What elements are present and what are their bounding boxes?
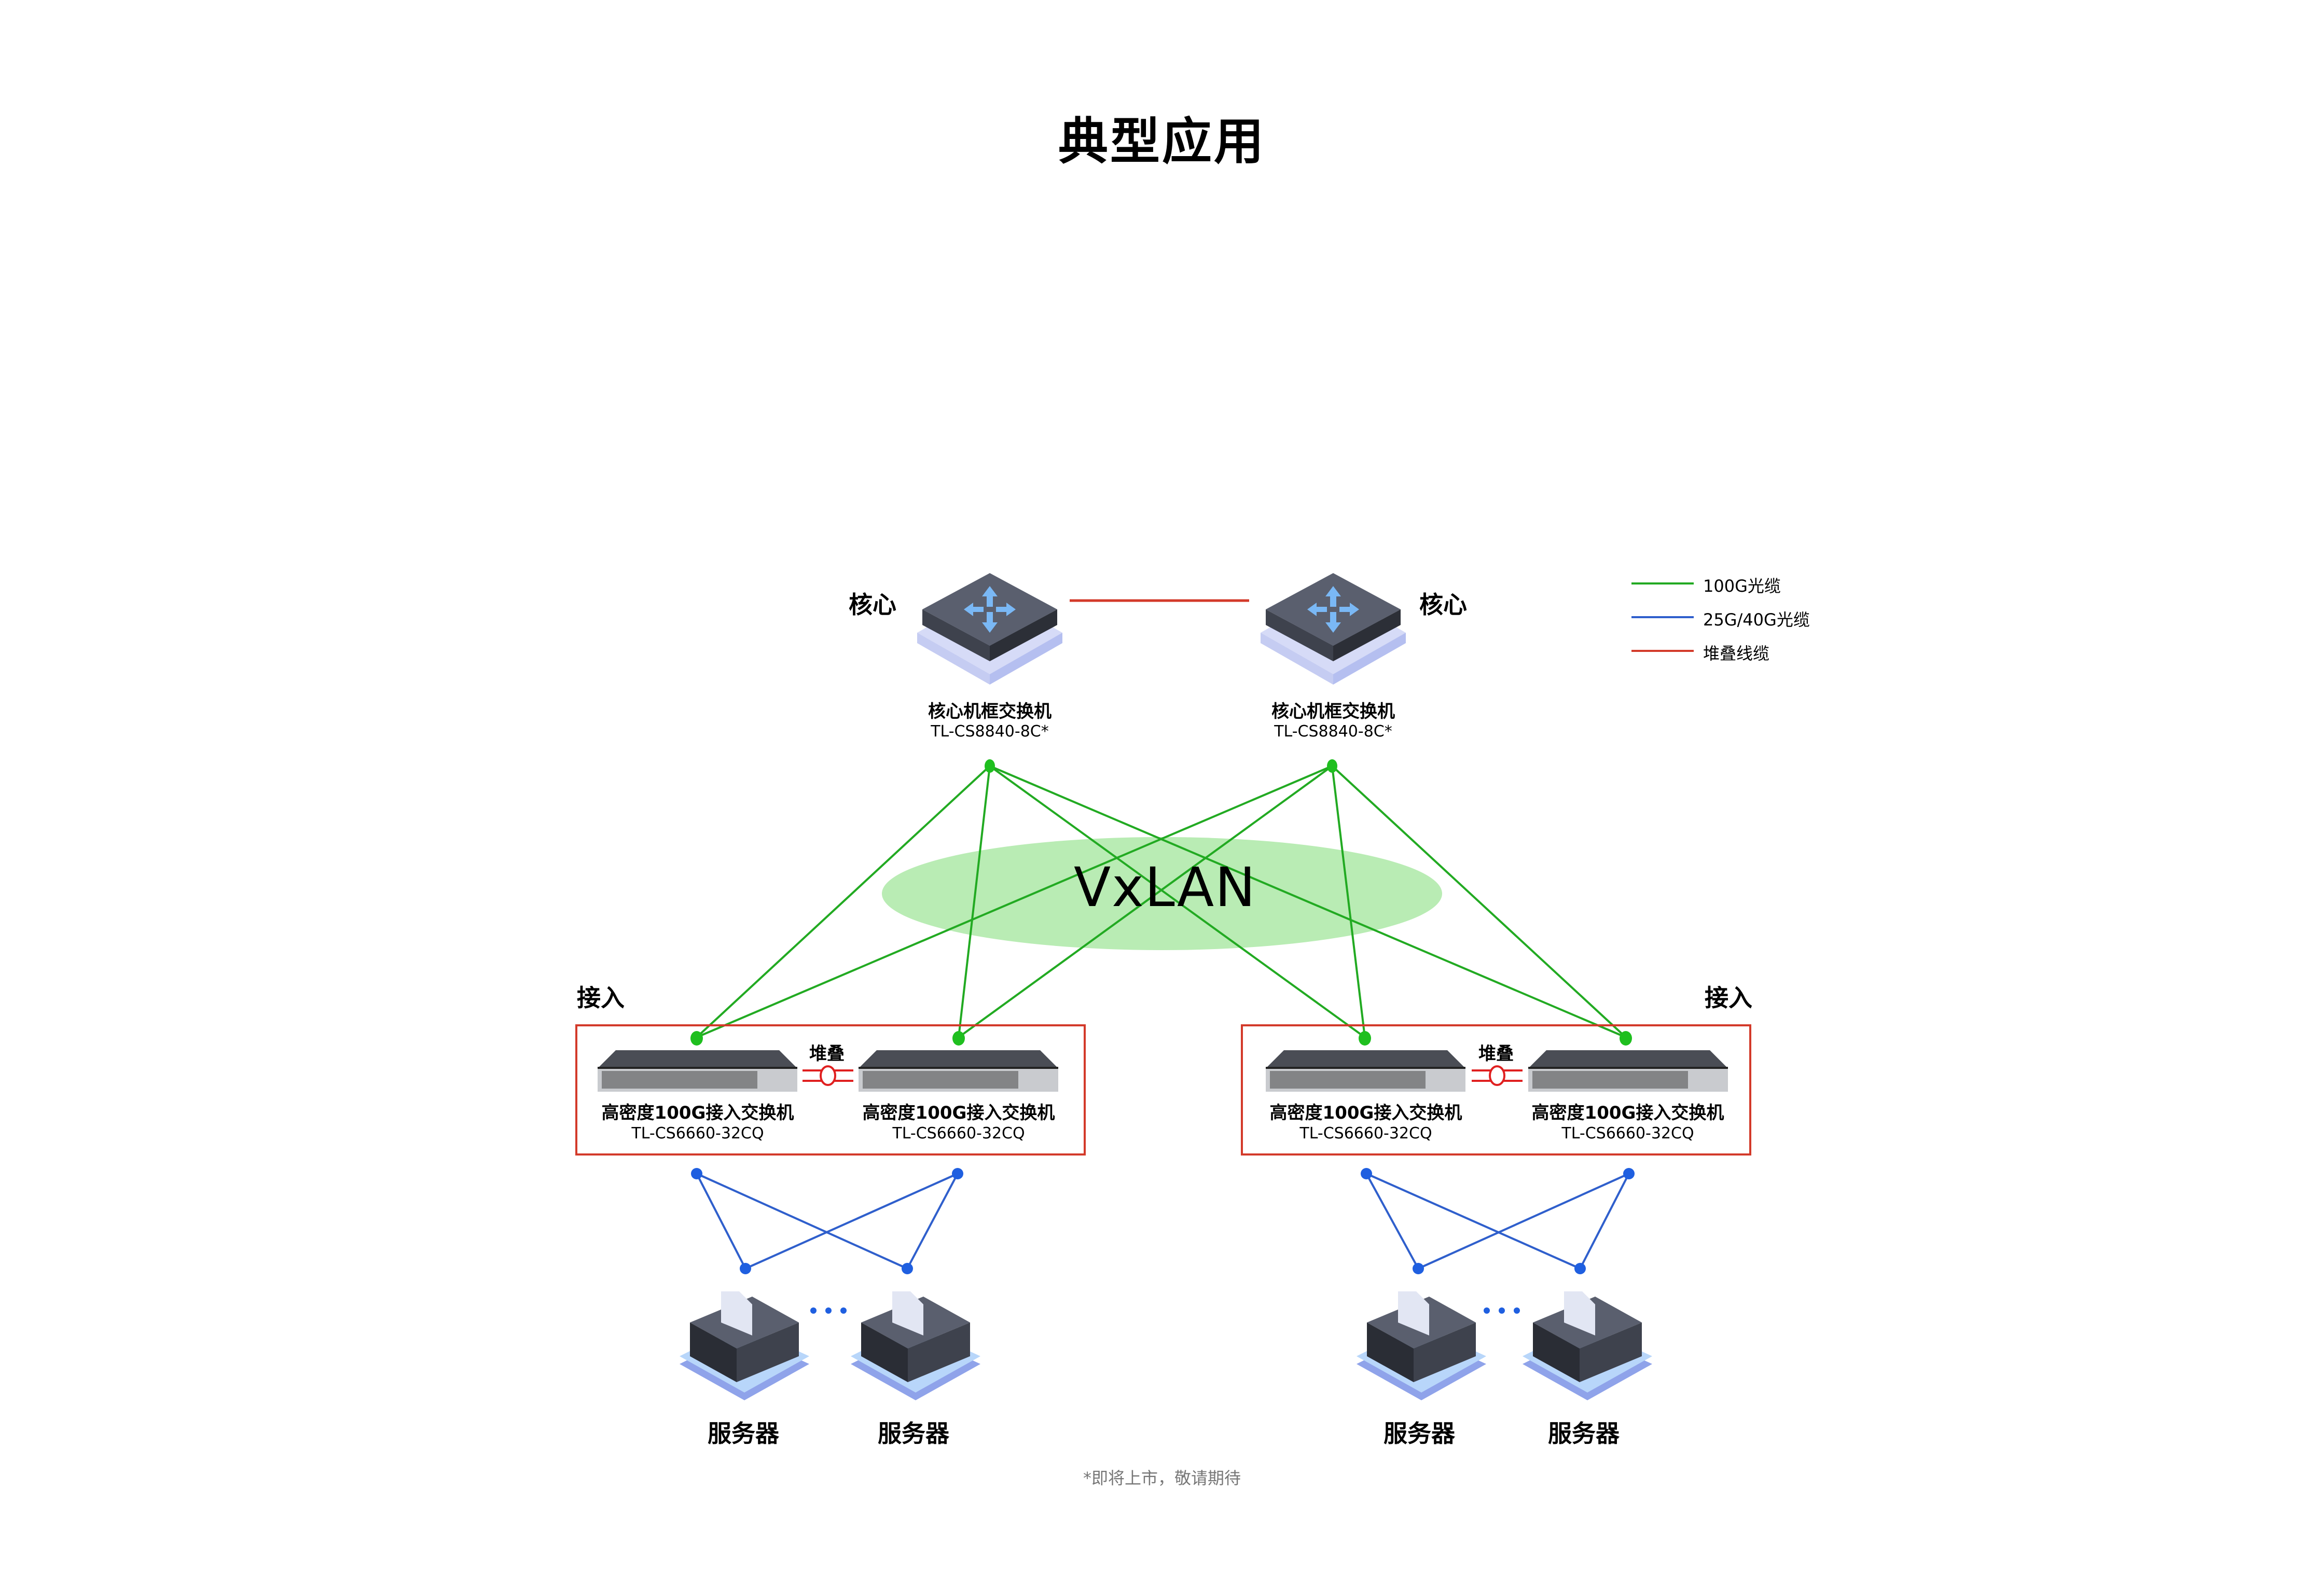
access-switch-icon [1528,1050,1728,1092]
blue-node [1413,1263,1424,1274]
access-stack-box [575,1024,1086,1156]
link-100g [696,765,991,1038]
blue-node [691,1168,702,1179]
link-100g [1331,765,1366,1038]
core-port-node [1327,759,1337,773]
access-switch-name: 高密度100G接入交换机 [601,1103,794,1123]
blue-node [1623,1168,1635,1179]
ellipsis-dot [840,1307,847,1314]
ellipsis-dot [1484,1307,1490,1314]
link-25g40g [1365,1173,1419,1269]
blue-node [952,1168,963,1179]
server-label: 服务器 [878,1419,949,1447]
tier-label-access: 接入 [577,984,625,1012]
core-port-node [985,759,995,773]
link-25g40g [696,1173,908,1270]
link-100g [696,765,1333,1038]
link-100g [1331,765,1627,1038]
legend-label-stack: 堆叠线缆 [1703,644,1770,663]
server-icon [1523,1291,1652,1400]
access-switch-model: TL-CS6660-32CQ [631,1124,764,1143]
link-100g [989,765,1366,1038]
core-switch-name: 核心机框交换机 [928,701,1052,722]
ellipsis-dot [1514,1307,1520,1314]
access-port-node [690,1031,703,1046]
link-25g40g [1579,1173,1630,1269]
blue-node [740,1263,751,1274]
core-switch-model: TL-CS8840-8C* [1274,722,1392,741]
stack-label: 堆叠 [1478,1043,1514,1064]
core-switch-name: 核心机框交换机 [1271,701,1395,722]
ellipsis-dot [810,1307,817,1314]
link-25g40g [1366,1173,1581,1270]
link-100g [989,765,1626,1038]
link-100g [958,765,1333,1038]
tier-label-access: 接入 [1705,984,1752,1012]
stack-label: 堆叠 [809,1043,845,1064]
access-switch-icon [598,1050,797,1092]
link-25g40g [906,1173,959,1269]
link-25g40g [745,1173,958,1270]
core-switch-model: TL-CS8840-8C* [931,722,1049,741]
access-stack-box [1241,1024,1751,1156]
links-25g-40g [696,1173,1630,1270]
server-icon [680,1291,809,1400]
core-switch-icon [1261,573,1406,685]
access-switch-icon [859,1050,1058,1092]
link-25g40g [696,1173,746,1269]
access-switch-model: TL-CS6660-32CQ [1561,1124,1694,1143]
vxlan-overlay [882,837,1442,950]
page-title: 典型应用 [1058,113,1266,171]
server-icon [1357,1291,1486,1400]
server-label: 服务器 [1548,1419,1620,1447]
server-icon [851,1291,980,1400]
ellipsis-dot [825,1307,832,1314]
tier-label-core: 核心 [1419,591,1467,619]
access-switch-icon [1266,1050,1465,1092]
link-25g40g [1418,1173,1629,1270]
access-switch-name: 高密度100G接入交换机 [1531,1103,1724,1123]
links-100g [696,765,1627,1038]
blue-node [1574,1263,1586,1274]
legend-label-25g40g: 25G/40G光缆 [1703,610,1810,630]
stack-link-symbol [1472,1065,1523,1086]
link-100g [958,765,991,1038]
access-switch-name: 高密度100G接入交换机 [1269,1103,1462,1123]
access-port-node [952,1031,965,1046]
server-label: 服务器 [708,1419,779,1447]
access-port-node [1620,1031,1632,1046]
vxlan-label: VxLAN [1074,856,1256,919]
access-switch-model: TL-CS6660-32CQ [1299,1124,1432,1143]
tier-label-core: 核心 [849,591,896,619]
core-switch-icon [917,573,1062,685]
server-label: 服务器 [1384,1419,1455,1447]
blue-node [902,1263,913,1274]
access-switch-name: 高密度100G接入交换机 [862,1103,1055,1123]
blue-node [1361,1168,1372,1179]
legend-label-100g: 100G光缆 [1703,576,1781,596]
stack-link-symbol [803,1065,853,1086]
footnote: *即将上市，敬请期待 [1083,1468,1241,1488]
access-switch-model: TL-CS6660-32CQ [892,1124,1025,1143]
ellipsis-dot [1499,1307,1505,1314]
access-port-node [1359,1031,1371,1046]
